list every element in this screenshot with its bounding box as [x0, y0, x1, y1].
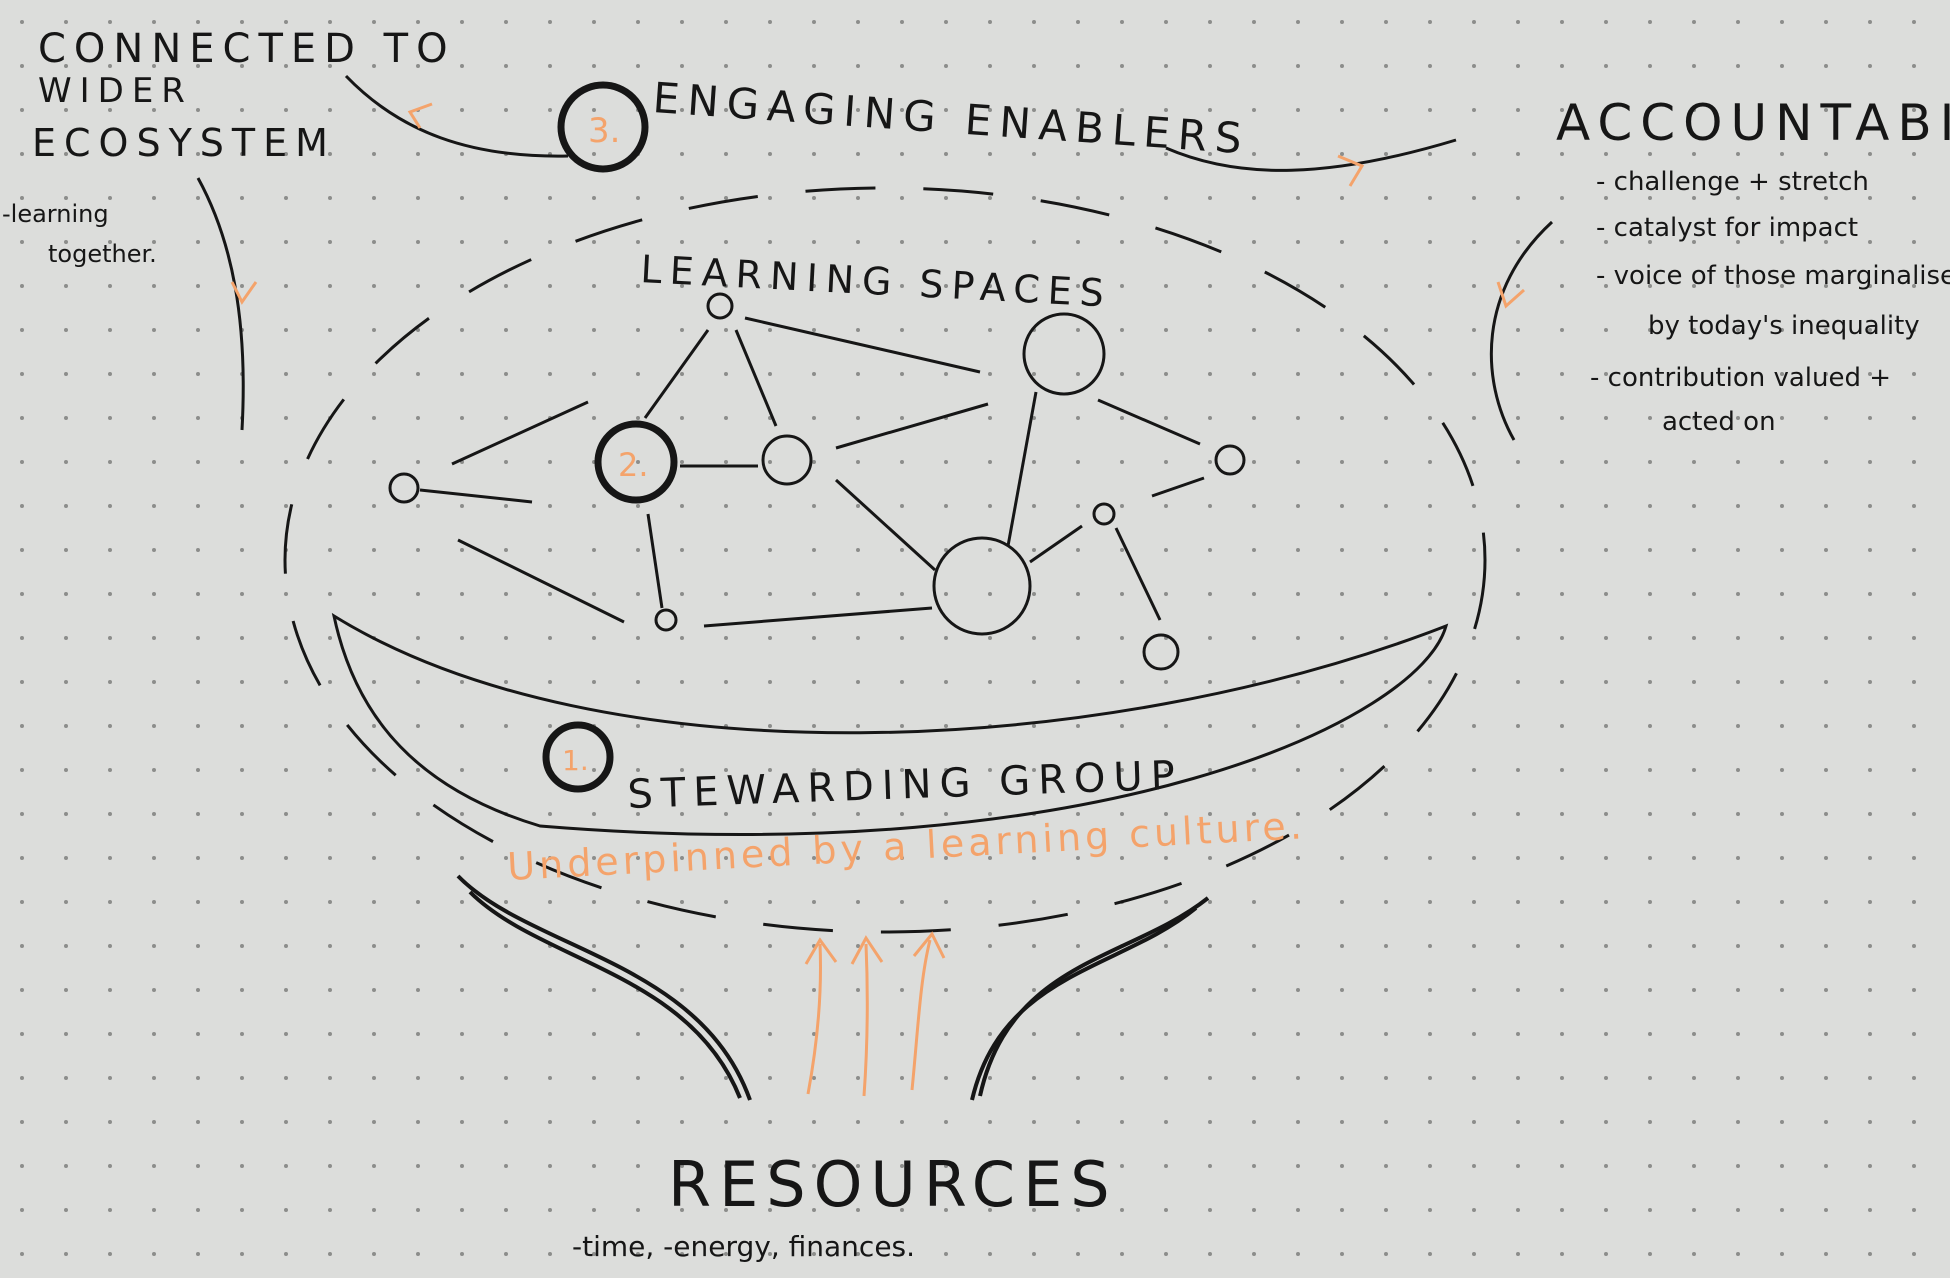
- network-edge: [643, 329, 710, 419]
- resources-funnel: [456, 874, 1210, 1101]
- funnel-right-outer: [978, 896, 1210, 1097]
- up-arrow: [910, 939, 932, 1091]
- enablers-arrow-right: [1337, 154, 1365, 187]
- stewarding-number-circle: [542, 721, 614, 793]
- accountability-arc: [1489, 220, 1554, 441]
- network-node: [388, 472, 420, 504]
- network-edge: [1151, 476, 1205, 498]
- enablers-arc-right: [1165, 138, 1457, 172]
- accountability-bullet-3: - voice of those marginalised: [1596, 261, 1950, 291]
- funnel-right-inner: [970, 906, 1198, 1101]
- network-node: [761, 434, 813, 486]
- accountability-title: ACCOUNTABILITY: [1556, 94, 1950, 152]
- ecosystem-note-2: together.: [48, 240, 157, 268]
- resources-sub: -time, -energy, finances.: [572, 1230, 915, 1263]
- ecosystem-title-line-1: CONNECTED TO: [38, 26, 456, 72]
- network-edge: [1029, 524, 1083, 564]
- up-arrow: [806, 943, 822, 1095]
- accountability-bullet-2: - catalyst for impact: [1596, 213, 1858, 243]
- network-node: [1022, 312, 1106, 396]
- ecosystem-block: CONNECTED TO WIDER ECOSYSTEM -learning t…: [2, 26, 456, 268]
- network-edge: [1006, 391, 1038, 547]
- ecosystem-title-line-3: ECOSYSTEM: [32, 121, 336, 165]
- network-edge: [834, 478, 937, 572]
- ecosystem-arrow: [230, 281, 258, 305]
- accountability-bullet-1: - challenge + stretch: [1596, 167, 1869, 197]
- enablers-arrow-left: [407, 102, 433, 129]
- enablers-number-circle: [557, 81, 649, 173]
- network-node: [1214, 444, 1246, 476]
- network-edge: [646, 513, 664, 609]
- funnel-left-inner: [468, 890, 742, 1099]
- network-edge: [734, 329, 778, 427]
- enablers-arc-left: [344, 74, 569, 158]
- network-edge: [835, 402, 989, 450]
- network-node: [1142, 633, 1180, 671]
- upward-arrows: [804, 931, 946, 1097]
- funnel-left-outer: [456, 874, 752, 1101]
- ecosystem-note-1: -learning: [2, 200, 109, 228]
- network-node: [932, 536, 1032, 636]
- enablers-number: 3.: [588, 111, 620, 151]
- learning-spaces-number: 2.: [618, 446, 649, 484]
- accountability-bullet-6: acted on: [1662, 407, 1776, 437]
- accountability-arrow: [1496, 281, 1525, 309]
- learning-spaces-number-circle: [594, 420, 678, 504]
- network-node: [654, 608, 678, 632]
- network-node: [706, 292, 734, 320]
- network-edge: [1114, 527, 1162, 621]
- network-edge: [744, 316, 981, 374]
- network-node: [1092, 502, 1116, 526]
- network-edge: [1097, 398, 1201, 446]
- up-arrow-head: [804, 937, 838, 965]
- up-arrow-head: [850, 935, 884, 965]
- accountability-bullet-4: by today's inequality: [1648, 311, 1920, 341]
- network-edge: [457, 538, 625, 624]
- up-arrow: [862, 943, 869, 1097]
- resources-label: RESOURCES: [668, 1148, 1118, 1221]
- learning-network: [388, 292, 1246, 671]
- accountability-bullet-5: - contribution valued +: [1590, 363, 1891, 393]
- network-edge: [703, 606, 933, 628]
- network-edge: [451, 400, 589, 466]
- up-arrow-head: [912, 931, 946, 959]
- stewarding-band: [331, 612, 1449, 836]
- accountability-bullets: - challenge + stretch - catalyst for imp…: [1590, 167, 1950, 437]
- community-boundary: [283, 186, 1487, 934]
- network-edge: [419, 488, 533, 504]
- ecosystem-title-line-2: WIDER: [38, 71, 193, 111]
- stewarding-number: 1.: [562, 744, 589, 777]
